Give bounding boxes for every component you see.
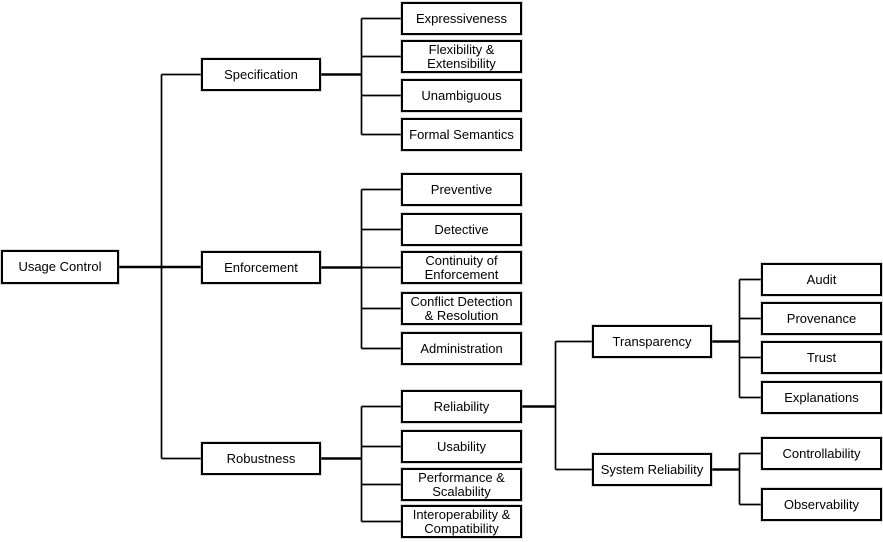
node-controllability: Controllability [761,437,882,470]
node-flexibility-extensibility: Flexibility & Extensibility [401,40,522,73]
node-specification-label: Specification [224,66,298,82]
node-explanations: Explanations [761,381,882,414]
node-interoperability-compatibility-label: Interoperability & Compatibility [412,506,511,536]
node-conflict-detection-resolution-label: Conflict Detection & Resolution [410,293,513,323]
node-explanations-label: Explanations [784,389,859,405]
robustness-connectors [321,405,401,523]
node-trust-label: Trust [806,349,837,365]
node-detective: Detective [401,213,522,246]
node-performance-scalability-label: Performance & Scalability [418,469,505,499]
node-enforcement: Enforcement [201,251,321,284]
node-audit-label: Audit [806,271,837,287]
enforcement-connectors [321,188,401,350]
node-usage-control: Usage Control [1,250,119,284]
node-continuity-of-enforcement: Continuity of Enforcement [401,251,522,284]
node-controllability-label: Controllability [782,445,861,461]
node-specification: Specification [201,58,321,91]
node-expressiveness: Expressiveness [401,2,522,35]
node-provenance-label: Provenance [786,310,857,326]
node-usability: Usability [401,430,522,463]
enforcement-stub-lines [361,188,401,350]
node-usage-control-label: Usage Control [18,259,102,274]
node-unambiguous: Unambiguous [401,79,522,112]
node-unambiguous-label: Unambiguous [421,87,502,103]
node-preventive: Preventive [401,173,522,206]
node-transparency: Transparency [592,325,712,358]
node-formal-semantics: Formal Semantics [401,118,522,151]
specification-stub-lines [361,17,401,136]
node-reliability-label: Reliability [433,398,490,414]
transparency-connectors [712,278,761,399]
node-transparency-label: Transparency [612,333,692,349]
usage-control-connectors [119,73,201,460]
node-continuity-of-enforcement-label: Continuity of Enforcement [424,252,499,282]
node-system-reliability: System Reliability [592,453,712,486]
specification-connectors [321,17,401,136]
node-expressiveness-label: Expressiveness [415,10,508,26]
node-audit: Audit [761,263,882,296]
node-performance-scalability: Performance & Scalability [401,468,522,501]
node-reliability: Reliability [401,390,522,423]
reliability-connectors [522,340,592,471]
system-reliability-stub-lines [739,452,761,506]
node-provenance: Provenance [761,302,882,335]
node-observability: Observability [761,488,882,521]
node-system-reliability-label: System Reliability [600,461,704,477]
node-administration: Administration [401,332,522,365]
node-observability-label: Observability [783,496,860,512]
node-conflict-detection-resolution: Conflict Detection & Resolution [401,292,522,325]
transparency-stub-lines [739,278,761,399]
node-flexibility-extensibility-label: Flexibility & Extensibility [427,41,496,71]
node-administration-label: Administration [420,340,503,356]
node-interoperability-compatibility: Interoperability & Compatibility [401,505,522,538]
node-robustness-label: Robustness [226,450,296,466]
node-formal-semantics-label: Formal Semantics [409,126,514,142]
usage-control-stub-lines [161,73,201,460]
system-reliability-connectors [712,452,761,506]
reliability-stub-lines [555,340,592,471]
node-preventive-label: Preventive [430,181,493,197]
node-detective-label: Detective [434,221,489,237]
node-robustness: Robustness [201,442,321,475]
node-enforcement-label: Enforcement [224,259,298,275]
node-trust: Trust [761,341,882,374]
robustness-stub-lines [361,405,401,523]
node-usability-label: Usability [436,438,487,454]
